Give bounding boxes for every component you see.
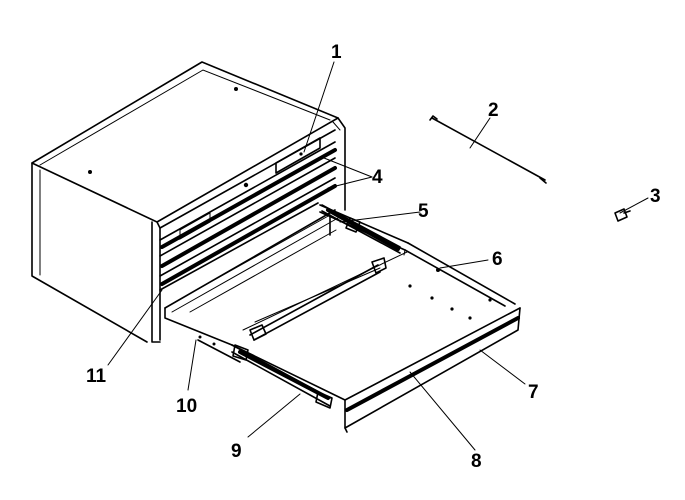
front-rails: [159, 129, 337, 286]
callout-2: 2: [488, 100, 499, 121]
callout-3: 3: [650, 186, 661, 207]
screw-part: [614, 208, 631, 222]
callout-6: 6: [492, 249, 503, 270]
cabinet-body: [31, 61, 346, 343]
callout-7: 7: [528, 382, 539, 403]
callout-labels: 1 2 3 4 5 6 7 8 9 10 11: [86, 42, 661, 472]
callout-10: 10: [176, 396, 197, 417]
leader-lines: [107, 61, 649, 451]
right-slide: [321, 204, 401, 254]
drawer: [164, 204, 521, 433]
callout-9: 9: [231, 441, 242, 462]
rod-part: [429, 115, 547, 184]
callout-4: 4: [372, 167, 383, 188]
callout-5: 5: [418, 201, 429, 222]
callout-11: 11: [86, 366, 107, 387]
callout-1: 1: [331, 42, 342, 63]
callout-8: 8: [471, 451, 482, 472]
